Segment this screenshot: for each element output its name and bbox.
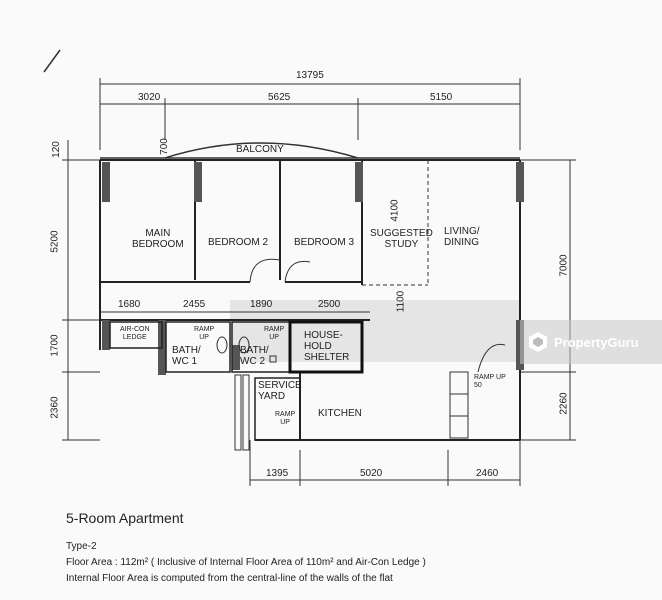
dim-right-2: 2260 <box>558 392 570 415</box>
dim-right-1: 7000 <box>558 254 570 277</box>
dim-mid-1: 1680 <box>118 299 141 310</box>
watermark: PropertyGuru <box>520 320 662 364</box>
room-suggested-study: SUGGESTED STUDY <box>370 228 433 250</box>
ramp-up-1: RAMP UP <box>194 326 215 341</box>
room-bath-wc1: BATH/ WC 1 <box>172 345 201 367</box>
dim-mid-2: 2455 <box>183 299 206 310</box>
balcony-outline <box>164 142 359 159</box>
ramp-up-right: RAMP UP 50 <box>474 374 506 389</box>
room-bath-wc2: BATH/ WC 2 <box>240 345 269 367</box>
shelter-wall <box>288 320 364 374</box>
plan-type: Type-2 <box>66 541 97 552</box>
dim-study-width: 4100 <box>389 199 401 222</box>
scribble-mark <box>43 49 61 73</box>
room-kitchen: KITCHEN <box>318 408 362 419</box>
room-service-yard: SERVICE YARD <box>258 380 302 402</box>
room-household-shelter: HOUSE- HOLD SHELTER <box>304 330 350 363</box>
room-balcony: BALCONY <box>236 144 284 155</box>
dim-left-3: 1700 <box>49 334 61 357</box>
ramp-up-2: RAMP UP <box>264 326 285 341</box>
dim-left-1: 120 <box>50 141 62 158</box>
shaded-area <box>230 300 520 362</box>
dim-left-4: 2360 <box>49 396 61 419</box>
room-main-bedroom: MAIN BEDROOM <box>132 228 184 250</box>
floor-area: Floor Area : 112m² ( Inclusive of Intern… <box>66 557 426 568</box>
dim-left-2: 5200 <box>49 230 61 253</box>
room-aircon-ledge: AIR-CON LEDGE <box>120 326 150 341</box>
dim-top-2: 5625 <box>268 92 291 103</box>
room-living-dining: LIVING/ DINING <box>444 226 480 248</box>
dim-bottom-2: 5020 <box>360 468 383 479</box>
dim-bottom-1: 1395 <box>266 468 289 479</box>
dim-top-3: 5150 <box>430 92 453 103</box>
dim-top-1: 3020 <box>138 92 161 103</box>
dim-balcony: 700 <box>158 138 170 155</box>
door-swing <box>249 258 281 283</box>
plan-title: 5-Room Apartment <box>66 510 184 526</box>
dim-mid-4: 2500 <box>318 299 341 310</box>
dim-overall: 13795 <box>296 70 324 81</box>
dim-bottom-3: 2460 <box>476 468 499 479</box>
room-bedroom-3: BEDROOM 3 <box>294 237 355 248</box>
floor-plan <box>43 49 576 486</box>
dim-mid-3: 1890 <box>250 299 273 310</box>
area-note: Internal Floor Area is computed from the… <box>66 573 393 584</box>
ramp-up-3: RAMP UP <box>275 411 296 426</box>
propertyguru-logo-icon <box>529 332 547 352</box>
room-bedroom-2: BEDROOM 2 <box>208 237 269 248</box>
watermark-text: PropertyGuru <box>554 334 639 350</box>
dim-study-depth: 1100 <box>395 290 407 313</box>
